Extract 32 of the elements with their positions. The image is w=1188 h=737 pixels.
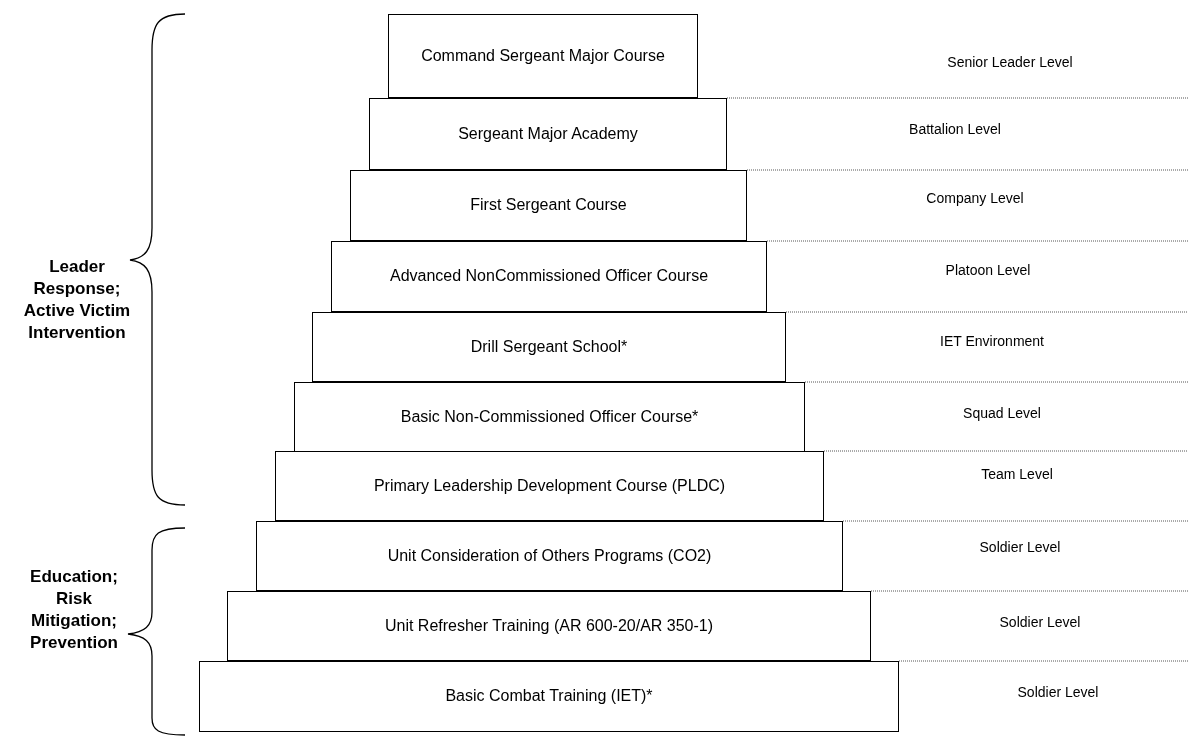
level-label: Soldier Level xyxy=(1017,682,1099,702)
level-label: Soldier Level xyxy=(979,537,1061,557)
group-label: Leader Response; Active Victim Intervention xyxy=(22,255,132,345)
course-box xyxy=(388,14,698,98)
course-box xyxy=(331,241,767,312)
group-label: Education; Risk Mitigation; Prevention xyxy=(29,565,119,655)
course-name: Primary Leadership Development Course (PLDC) xyxy=(373,475,726,496)
course-name: Sergeant Major Academy xyxy=(458,123,638,144)
level-label: Company Level xyxy=(926,188,1024,208)
course-name: Command Sergeant Major Course xyxy=(421,45,665,66)
course-box xyxy=(227,591,871,661)
course-name: Drill Sergeant School* xyxy=(470,336,628,357)
course-name: First Sergeant Course xyxy=(470,195,627,216)
level-label: IET Environment xyxy=(940,331,1044,351)
course-box xyxy=(199,661,899,732)
course-name: Advanced NonCommissioned Officer Course xyxy=(389,266,709,287)
course-box xyxy=(350,170,747,241)
course-name: Basic Combat Training (IET)* xyxy=(445,686,653,707)
course-box xyxy=(256,521,843,591)
course-name: Unit Consideration of Others Programs (CO2) xyxy=(387,545,712,566)
level-label: Senior Leader Level xyxy=(947,52,1073,72)
level-label: Platoon Level xyxy=(945,260,1031,280)
course-name: Unit Refresher Training (AR 600-20/AR 350-1) xyxy=(384,615,714,636)
level-label: Squad Level xyxy=(963,403,1041,423)
level-label: Battalion Level xyxy=(909,119,1001,139)
course-name: Basic Non-Commissioned Officer Course* xyxy=(400,406,699,427)
level-label: Team Level xyxy=(981,464,1053,484)
level-label: Soldier Level xyxy=(999,612,1081,632)
course-box xyxy=(275,451,824,521)
course-box xyxy=(312,312,786,382)
course-box xyxy=(369,98,727,170)
course-box xyxy=(294,382,805,452)
